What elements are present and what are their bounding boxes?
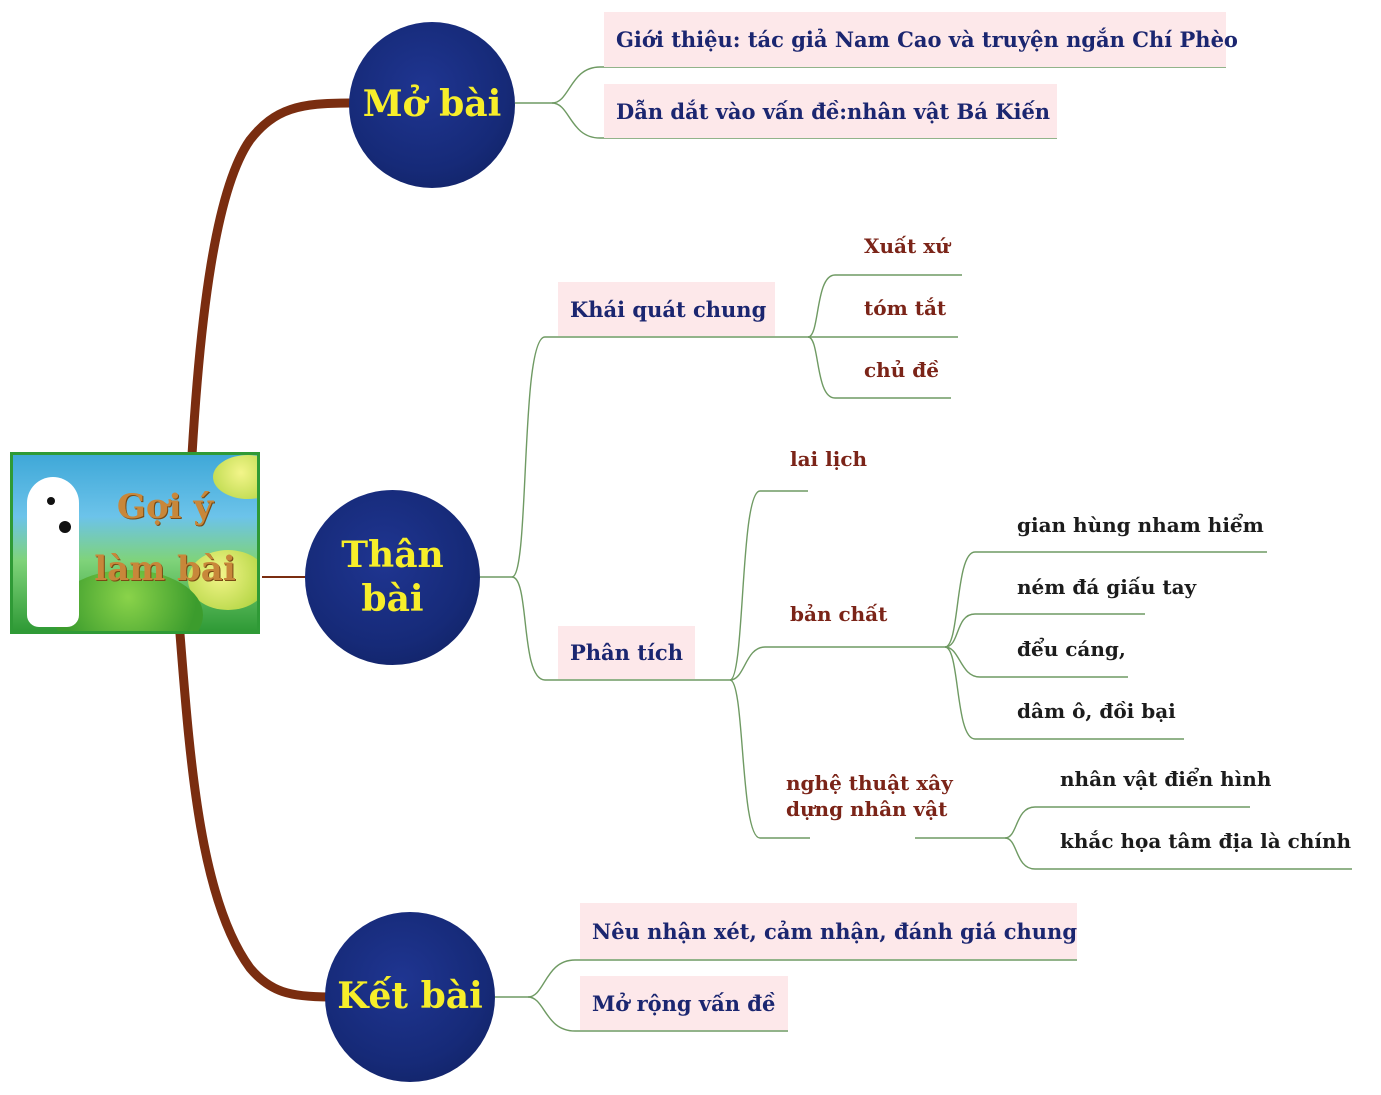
connector-nem-da [944,613,1145,648]
connector-gian-hung [944,551,1267,648]
khai-quat-item: chủ đề [864,358,939,382]
section-than-bai: Thân bài [305,490,480,665]
khai-quat-chung-box: Khái quát chung [558,282,775,336]
connector-ban-chat [729,646,945,681]
mo-bai-item: Dẫn dắt vào vấn đề:nhân vật Bá Kiến [604,84,1057,138]
dog-spot [47,497,55,505]
nghe-thuat-label: nghệ thuật xây dựng nhân vật [786,771,953,821]
connector-mo-bai-2 [551,102,1057,139]
nghe-thuat-item: nhân vật điển hình [1060,767,1272,791]
ban-chat-item: đểu cáng, [1017,637,1126,661]
leaf-decoration [188,550,257,610]
root-title-line1: Gợi ý [116,487,214,527]
connector-khac-hoa [1004,837,1352,870]
ban-chat-item: gian hùng nham hiểm [1017,513,1264,537]
ban-chat-item: ném đá giấu tay [1017,575,1197,599]
connector-phan-tich [511,576,730,681]
ban-chat-label: bản chất [790,602,888,626]
connector-chu-de [807,336,951,399]
nghe-thuat-item: khắc họa tâm địa là chính [1060,829,1352,853]
connector-ket-bai-1 [527,959,1077,998]
connector-dam-o [944,646,1184,740]
connector-deu-cang [944,646,1128,678]
connector-nghe-thuat [729,679,810,839]
mo-bai-item: Giới thiệu: tác giả Nam Cao và truyện ng… [604,12,1238,67]
dog-illustration [27,477,79,627]
connector-khai-quat [511,336,808,578]
section-mo-bai: Mở bài [349,22,515,188]
dog-spot [59,521,71,533]
connector-lai-lich [729,490,808,681]
root-title-line2: làm bài [94,549,236,589]
phan-tich-box: Phân tích [558,626,695,679]
ket-bai-item: Mở rộng vấn đề [580,976,788,1030]
connector-mo-bai-1 [551,66,1226,104]
section-ket-bai: Kết bài [325,912,495,1082]
khai-quat-item: Xuất xứ [864,234,950,258]
connector-nhan-vat-dien-hinh [1004,806,1250,839]
connector-xuat-xu [807,274,962,338]
ban-chat-item: dâm ô, đồi bại [1017,699,1176,723]
root-node: Gợi ý làm bài [10,452,260,634]
ket-bai-item: Nêu nhận xét, cảm nhận, đánh giá chung [580,903,1077,959]
trunk-to-ket-bai [175,629,335,1002]
trunk-to-mo-bai [187,98,355,460]
connector-ket-bai-2 [527,996,788,1032]
lai-lich-label: lai lịch [790,447,868,471]
khai-quat-item: tóm tắt [864,296,947,320]
